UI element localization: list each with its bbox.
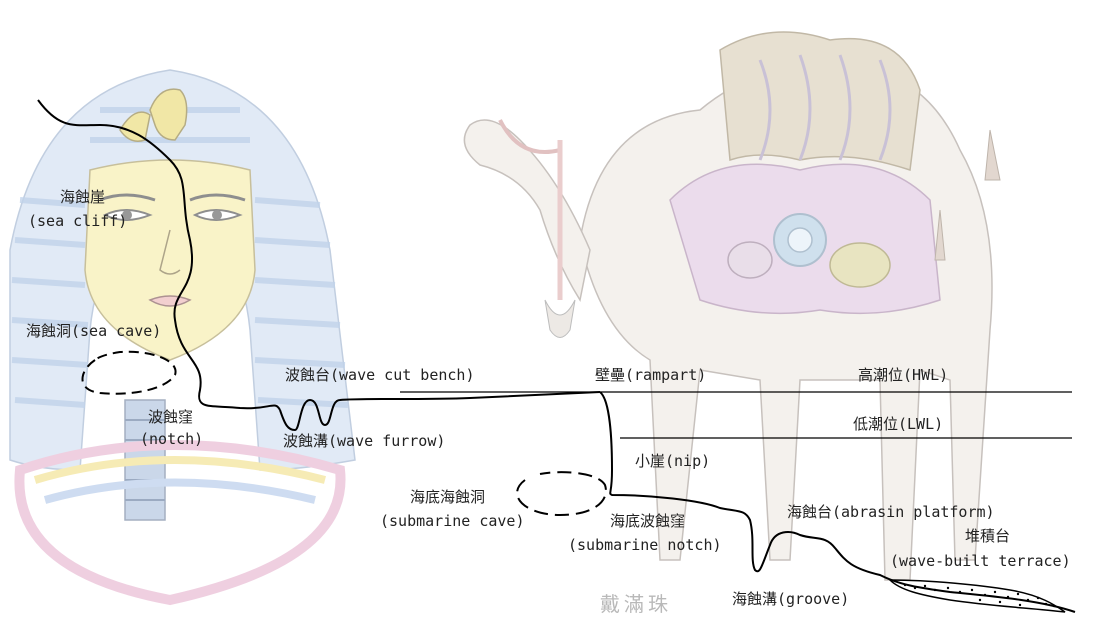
label-wave-furrow: 波蝕溝(wave furrow) — [283, 432, 445, 450]
sea-cave-outline — [83, 352, 176, 394]
label-submarine-notch: 海底波蝕窪 — [610, 512, 685, 530]
label-notch: 波蝕窪 — [148, 408, 193, 426]
label-lwl: 低潮位(LWL) — [853, 415, 943, 433]
submarine-cave-outline — [517, 472, 606, 515]
label-wave-built-terrace: 堆積台 — [965, 527, 1010, 545]
label-abrasion-platform: 海蝕台(abrasin platform) — [787, 503, 995, 521]
wave-built-terrace-deposit — [890, 580, 1065, 612]
label-wave-cut-bench: 波蝕台(wave cut bench) — [285, 366, 475, 384]
label-sea-cave: 海蝕洞(sea cave) — [26, 322, 161, 340]
label-notch-en: (notch) — [140, 430, 203, 448]
label-hwl: 高潮位(HWL) — [858, 366, 948, 384]
label-sea-cliff: 海蝕崖 — [60, 188, 105, 206]
label-wave-built-terrace-en: (wave-built terrace) — [890, 552, 1071, 570]
label-submarine-cave-en: (submarine cave) — [380, 512, 525, 530]
label-nip: 小崖(nip) — [635, 452, 710, 470]
artist-watermark: 戴滿珠 — [600, 588, 672, 617]
camel-drawing — [464, 32, 1000, 580]
label-rampart: 壁壘(rampart) — [595, 366, 706, 384]
label-submarine-cave: 海底海蝕洞 — [410, 488, 485, 506]
label-submarine-notch-en: (submarine notch) — [568, 536, 722, 554]
label-groove: 海蝕溝(groove) — [732, 590, 849, 608]
label-sea-cliff-en: (sea cliff) — [28, 212, 127, 230]
